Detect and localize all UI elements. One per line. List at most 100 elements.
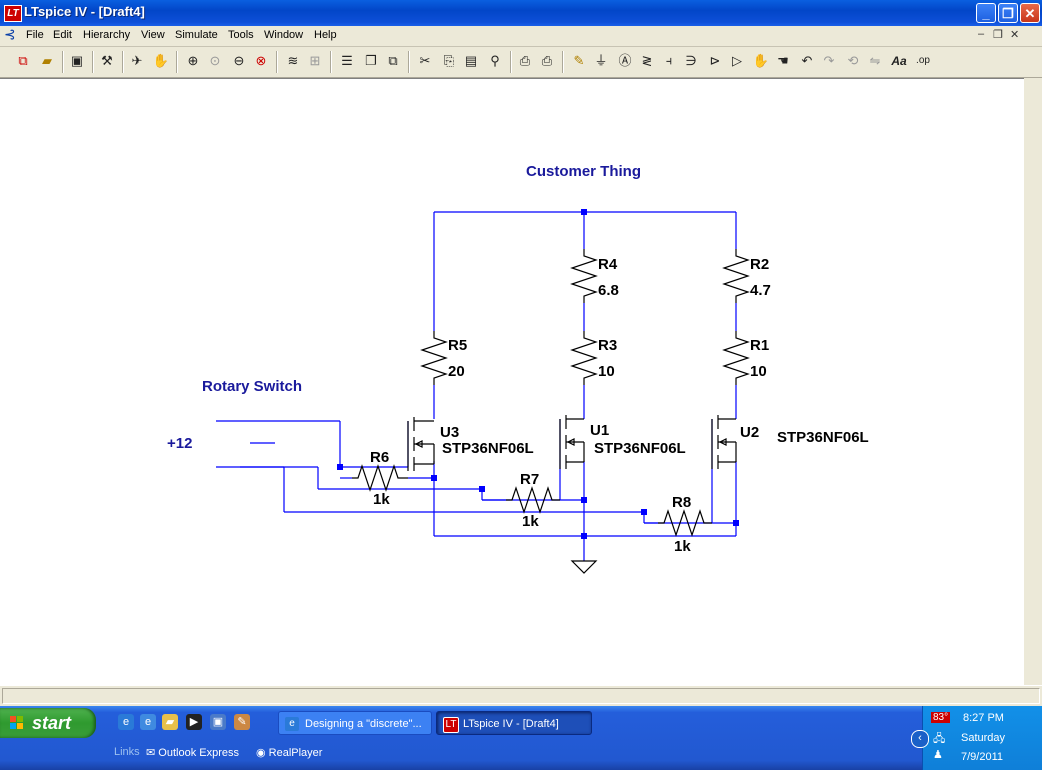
mdi-close-button[interactable]: ✕ xyxy=(1010,29,1020,41)
cascade-icon[interactable]: ❐ xyxy=(365,53,377,68)
resistor-ref-r6[interactable]: R6 xyxy=(370,449,389,466)
resistor-value-r2[interactable]: 4.7 xyxy=(750,282,771,299)
mosfet-ref-u3[interactable]: U3 xyxy=(440,424,459,441)
clock-time[interactable]: 8:27 PM xyxy=(963,712,1004,724)
capacitor-icon[interactable]: ⫞ xyxy=(665,53,673,68)
desktop-quicklaunch-icon[interactable]: ▣ xyxy=(210,714,226,730)
copy-icon[interactable]: ⎘ xyxy=(443,53,455,68)
diode-icon[interactable]: ⊳ xyxy=(709,53,721,68)
mosfet-ref-u2[interactable]: U2 xyxy=(740,424,759,441)
ltspice-app-icon[interactable]: LT xyxy=(4,5,22,22)
resistor-ref-r3[interactable]: R3 xyxy=(598,337,617,354)
link-outlook-express[interactable]: ✉ Outlook Express xyxy=(146,746,239,759)
task-browser[interactable]: e Designing a "discrete"... xyxy=(278,711,432,735)
menu-tools[interactable]: Tools xyxy=(228,29,254,41)
menu-help[interactable]: Help xyxy=(314,29,337,41)
pan-icon[interactable]: ⊙ xyxy=(209,53,221,68)
resistor-symbols[interactable] xyxy=(340,249,750,574)
net-label-customer-thing[interactable]: Customer Thing xyxy=(526,163,641,180)
mosfet-part-u1[interactable]: STP36NF06L xyxy=(594,440,686,457)
cut-icon[interactable]: ✂ xyxy=(419,53,431,68)
schematic-drawing[interactable]: Customer Thing Rotary Switch +12 R4 6.8 … xyxy=(0,79,1024,685)
mosfet-part-u3[interactable]: STP36NF06L xyxy=(442,440,534,457)
mdi-minimize-button[interactable]: – xyxy=(978,28,985,40)
resistor-ref-r2[interactable]: R2 xyxy=(750,256,769,273)
resistor-value-r7[interactable]: 1k xyxy=(522,513,539,530)
control-panel-icon[interactable]: ⚒ xyxy=(101,53,113,68)
ie-alt-quicklaunch-icon[interactable]: e xyxy=(140,714,156,730)
minimize-button[interactable]: _ xyxy=(976,3,996,23)
maximize-button[interactable]: ❐ xyxy=(998,3,1018,23)
text-tool-icon[interactable]: Aa xyxy=(891,54,907,68)
start-button[interactable]: start xyxy=(0,708,96,738)
paste-icon[interactable]: ▤ xyxy=(464,53,478,68)
redo-icon[interactable]: ↷ xyxy=(823,53,835,68)
resistor-ref-r5[interactable]: R5 xyxy=(448,337,467,354)
vertical-scrollbar[interactable] xyxy=(1024,78,1042,684)
drag-icon[interactable]: ☚ xyxy=(777,53,789,68)
resistor-ref-r8[interactable]: R8 xyxy=(672,494,691,511)
halt-icon[interactable]: ✋ xyxy=(152,53,170,68)
resistor-ref-r4[interactable]: R4 xyxy=(598,256,618,273)
mirror-icon[interactable]: ⇋ xyxy=(869,53,881,68)
paint-quicklaunch-icon[interactable]: ✎ xyxy=(234,714,250,730)
tile-horizontal-icon[interactable]: ☰ xyxy=(341,53,353,68)
resistor-value-r3[interactable]: 10 xyxy=(598,363,615,380)
network-icon[interactable]: 🖧 xyxy=(933,733,946,745)
temperature-badge[interactable]: 83° xyxy=(931,712,951,723)
find-icon[interactable]: ⚲ xyxy=(490,53,500,68)
mosfet-part-u2[interactable]: STP36NF06L xyxy=(777,429,869,446)
component-icon[interactable]: ▷ xyxy=(732,53,742,68)
tile-vertical-icon[interactable]: ⧉ xyxy=(388,53,398,68)
print-icon[interactable]: ⎙ xyxy=(541,53,553,68)
open-icon[interactable]: ▰ xyxy=(42,53,52,68)
rotate-icon[interactable]: ⟲ xyxy=(847,53,859,68)
zoom-cancel-icon[interactable]: ⊗ xyxy=(255,53,267,68)
ground-icon[interactable]: ⏚ xyxy=(594,53,608,68)
draw-wire-icon[interactable]: ✎ xyxy=(573,53,585,68)
zoom-out-icon[interactable]: ⊖ xyxy=(233,53,245,68)
label-net-icon[interactable]: Ⓐ xyxy=(618,53,632,68)
menu-view[interactable]: View xyxy=(141,29,165,41)
close-button[interactable]: ✕ xyxy=(1020,3,1040,23)
link-realplayer[interactable]: ◉ RealPlayer xyxy=(256,746,322,759)
resistor-value-r4[interactable]: 6.8 xyxy=(598,282,619,299)
resistor-value-r6[interactable]: 1k xyxy=(373,491,390,508)
mosfet-symbols[interactable] xyxy=(407,415,737,471)
menu-file[interactable]: File xyxy=(26,29,44,41)
new-schematic-icon[interactable]: ⧉ xyxy=(18,53,28,68)
menu-simulate[interactable]: Simulate xyxy=(175,29,218,41)
resistor-ref-r1[interactable]: R1 xyxy=(750,337,769,354)
menu-hierarchy[interactable]: Hierarchy xyxy=(83,29,131,41)
resistor-ref-r7[interactable]: R7 xyxy=(520,471,539,488)
resistor-icon[interactable]: ≷ xyxy=(641,53,653,68)
net-label-supply[interactable]: +12 xyxy=(167,435,192,452)
folder-quicklaunch-icon[interactable]: ▰ xyxy=(162,714,178,730)
autorange-icon[interactable]: ≋ xyxy=(287,53,299,68)
resistor-value-r1[interactable]: 10 xyxy=(750,363,767,380)
resistor-value-r5[interactable]: 20 xyxy=(448,363,465,380)
mdi-doc-icon[interactable]: ⊰ xyxy=(4,26,16,42)
task-ltspice[interactable]: LT LTspice IV - [Draft4] xyxy=(436,711,592,735)
net-label-rotary-switch[interactable]: Rotary Switch xyxy=(202,378,302,395)
tray-expand-icon[interactable]: ‹ xyxy=(911,730,929,748)
mdi-restore-button[interactable]: ❐ xyxy=(993,29,1003,41)
resistor-value-r8[interactable]: 1k xyxy=(674,538,691,555)
media-quicklaunch-icon[interactable]: ▶ xyxy=(186,714,202,730)
undo-icon[interactable]: ↶ xyxy=(801,53,813,68)
menu-edit[interactable]: Edit xyxy=(53,29,72,41)
menu-window[interactable]: Window xyxy=(264,29,304,41)
mosfet-ref-u1[interactable]: U1 xyxy=(590,422,609,439)
run-icon[interactable]: ✈ xyxy=(131,53,143,68)
wires[interactable] xyxy=(216,211,737,561)
ie-quicklaunch-icon[interactable]: e xyxy=(118,714,134,730)
save-icon[interactable]: ▣ xyxy=(70,53,84,68)
schematic-canvas[interactable]: Customer Thing Rotary Switch +12 R4 6.8 … xyxy=(0,78,1024,685)
inductor-icon[interactable]: ∋ xyxy=(685,53,697,68)
grid-icon[interactable]: ⊞ xyxy=(309,53,321,68)
user-icon[interactable]: ♟ xyxy=(933,749,943,761)
zoom-in-icon[interactable]: ⊕ xyxy=(187,53,199,68)
print-preview-icon[interactable]: ⎙ xyxy=(519,53,531,68)
spice-directive-icon[interactable]: .op xyxy=(916,55,930,66)
move-icon[interactable]: ✋ xyxy=(752,53,770,68)
